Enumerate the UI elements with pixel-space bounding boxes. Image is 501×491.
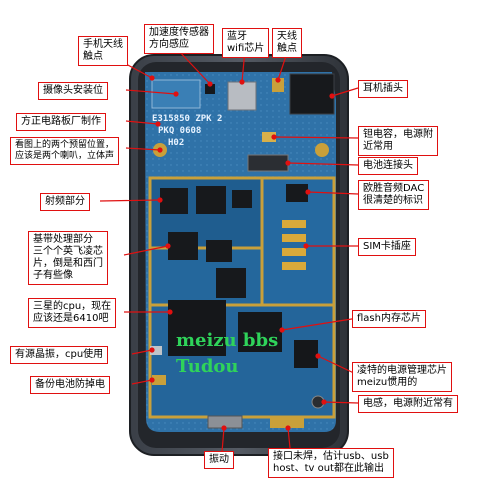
baseband-chip-1	[168, 232, 198, 260]
label-audio-dac: 欧胜音频DAC 很清楚的标识	[358, 180, 430, 210]
audio-dac-chip	[286, 184, 308, 202]
backup-battery	[152, 375, 166, 385]
rf-chip-3	[232, 190, 252, 208]
label-accelerometer: 加速度传感器 方向感应	[144, 24, 214, 54]
tantalum-capacitor	[262, 132, 276, 142]
label-vibrator: 振动	[204, 451, 234, 469]
label-pcb-maker: 方正电路板厂制作	[16, 113, 106, 131]
pcb-silkscreen-date: PKQ 0608	[158, 126, 202, 136]
label-flash: flash内存芯片	[352, 310, 426, 328]
antenna-pad	[272, 78, 284, 92]
label-cpu: 三星的cpu，现在 应该还是6410吧	[28, 298, 117, 328]
flash-chip	[238, 312, 282, 352]
watermark-line2: Tudou	[176, 356, 239, 377]
label-bluetooth-wifi: 蓝牙 wifi芯片	[222, 28, 270, 58]
pcb-silkscreen-rev: H02	[168, 138, 185, 148]
power-ic-chip	[294, 340, 318, 368]
label-camera-mount: 摄像头安装位	[38, 82, 108, 100]
rf-chip-1	[160, 188, 188, 214]
label-backup-battery: 备份电池防掉电	[30, 376, 110, 394]
speaker-pad-right	[315, 143, 329, 157]
label-battery-connector: 电池连接头	[358, 157, 418, 175]
label-power-ic: 凌特的电源管理芯片 meizu惯用的	[352, 362, 452, 392]
pcb-silkscreen-serial: E315850 ZPK 2	[152, 114, 223, 124]
label-baseband: 基带处理部分 三个个英飞凌芯 片，倒是和西门 子有些像	[28, 231, 108, 285]
label-capacitor: 钽电容，电源附 近常用	[358, 126, 438, 156]
crystal-oscillator	[150, 346, 162, 355]
label-speaker-note: 看图上的两个预留位置， 应该是两个喇叭，立体声	[10, 137, 120, 165]
rf-chip-2	[196, 186, 226, 214]
label-rf-section: 射频部分	[40, 193, 90, 211]
watermark-line1: meizu bbs	[176, 330, 279, 351]
interface-pads	[270, 418, 304, 428]
sim-slot-contacts	[282, 220, 306, 270]
bluetooth-wifi-chip	[227, 81, 257, 111]
accelerometer-chip	[205, 84, 215, 94]
label-headphone-jack: 耳机插头	[358, 80, 408, 98]
label-crystal: 有源晶振，cpu使用	[10, 346, 109, 364]
battery-connector	[247, 154, 289, 172]
label-antenna-contact: 天线 触点	[272, 28, 302, 58]
cpu-chip	[168, 300, 226, 356]
headphone-jack	[289, 73, 335, 115]
label-phone-antenna: 手机天线 触点	[78, 36, 128, 66]
label-interface: 接口未焊，估计usb、usb host、tv out都在此输出	[268, 448, 394, 478]
baseband-chip-3	[216, 268, 246, 298]
label-inductor: 电感，电源附近常有	[358, 395, 458, 413]
baseband-chip-2	[206, 240, 232, 262]
label-sim-slot: SIM卡插座	[358, 238, 416, 256]
leader-lines	[99, 49, 359, 453]
